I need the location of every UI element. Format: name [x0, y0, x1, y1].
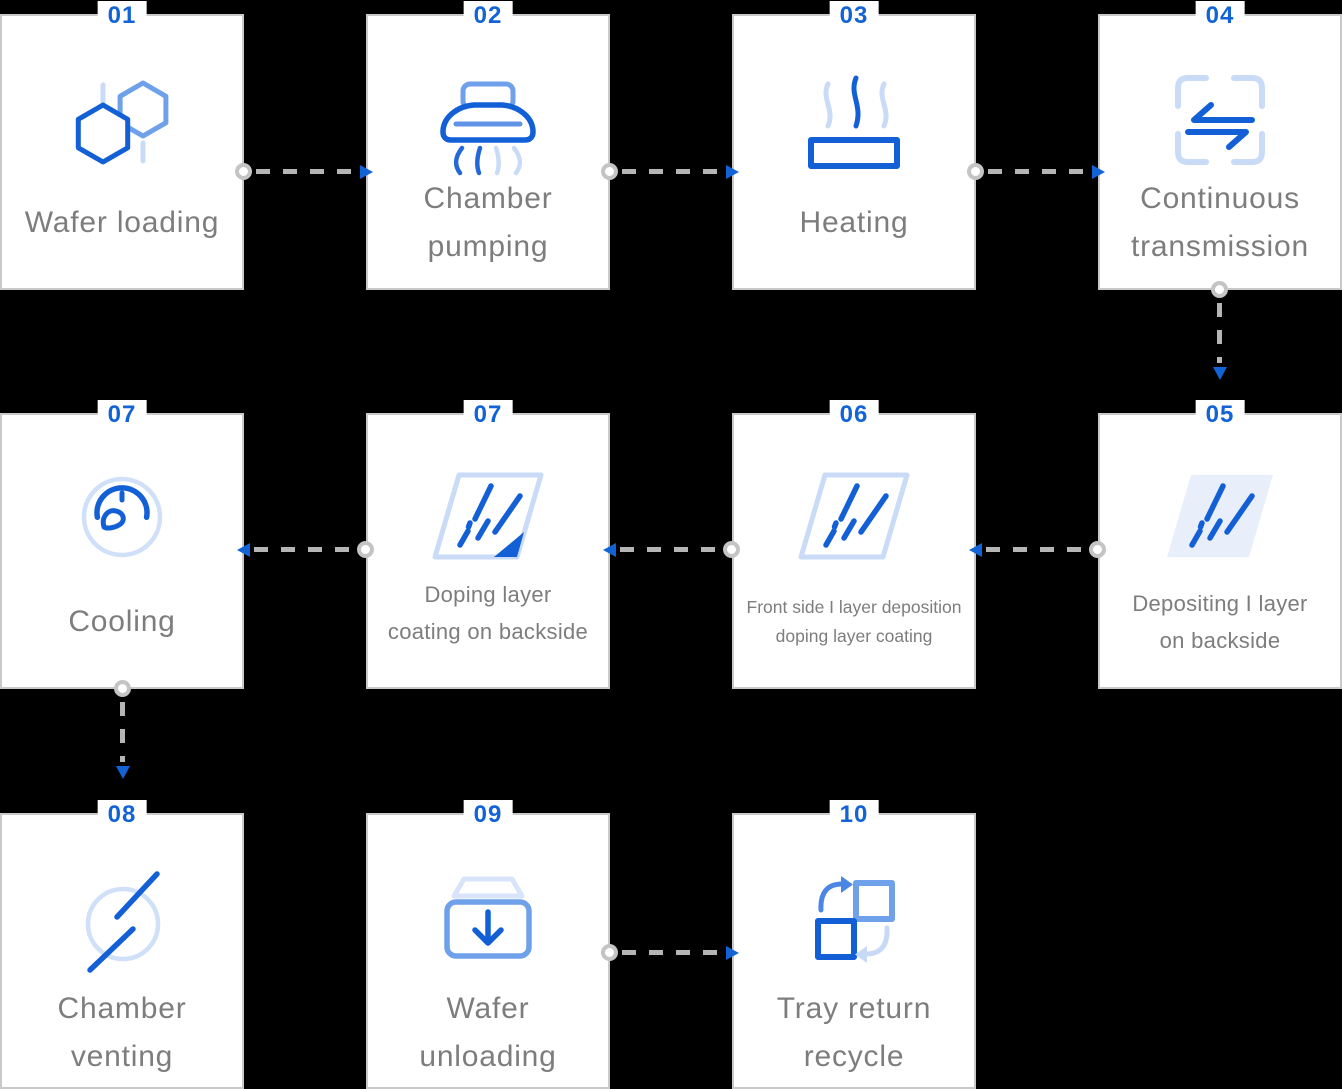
dashed-line: [622, 950, 724, 955]
wafer-filled-icon: [1164, 463, 1276, 575]
step-card-tray-return-recycle: 10 Tray return recycle: [732, 800, 976, 1089]
connector-start-dot: [114, 680, 131, 697]
step-label: Cooling: [68, 605, 176, 638]
step-label: Wafer loading: [24, 206, 220, 239]
step-card-cooling: 07 Cooling: [0, 400, 244, 689]
arrow-head-left: [603, 543, 616, 557]
step-number-badge: 07: [97, 400, 147, 430]
step-card-doping-layer-backside: 07 Doping layer coating on backside: [366, 400, 610, 689]
connector-start-dot: [601, 944, 618, 961]
connector-start-dot: [723, 541, 740, 558]
step-number-badge: 10: [829, 800, 879, 830]
connector-start-dot: [967, 163, 984, 180]
step-label: Continuous transmission: [1131, 182, 1309, 263]
step-card-wafer-unloading: 09 Wafer unloading: [366, 800, 610, 1089]
step-card-heating: 03 Heating: [732, 1, 976, 290]
arrow-head-right: [360, 165, 373, 179]
dashed-line: [988, 169, 1090, 174]
pump-hood-icon: [432, 64, 544, 176]
dashed-line: [622, 169, 724, 174]
connector-start-dot: [235, 163, 252, 180]
step-number-badge: 04: [1195, 1, 1245, 31]
arrow-head-right: [726, 946, 739, 960]
step-label: Tray return recycle: [776, 992, 932, 1073]
step-number-badge: 06: [829, 400, 879, 430]
step-number-badge: 02: [463, 1, 513, 31]
step-card-chamber-venting: 08 Chamber venting: [0, 800, 244, 1089]
step-number-badge: 03: [829, 1, 879, 31]
heater-icon: [798, 64, 910, 176]
vent-circle-icon: [66, 863, 178, 975]
arrow-head-down: [1213, 367, 1227, 380]
dashed-line: [254, 547, 356, 552]
wafer-folded-corner-icon: [432, 463, 544, 575]
dashed-line: [256, 169, 358, 174]
step-label: Front side I layer deposition doping lay…: [746, 597, 962, 646]
arrow-head-down: [116, 766, 130, 779]
wafer-outline-icon: [798, 463, 910, 575]
step-label: Depositing I layer on backside: [1132, 591, 1308, 653]
step-card-depositing-i-layer: 05 Depositing I layer on backside: [1098, 400, 1342, 689]
connector-start-dot: [1211, 281, 1228, 298]
step-card-wafer-loading: 01 Wafer loading: [0, 1, 244, 290]
connector-start-dot: [357, 541, 374, 558]
hexagons-icon: [66, 64, 178, 176]
recycle-squares-icon: [798, 863, 910, 975]
arrow-head-left: [237, 543, 250, 557]
gauge-icon: [66, 463, 178, 575]
step-number-badge: 05: [1195, 400, 1245, 430]
step-number-badge: 09: [463, 800, 513, 830]
step-card-front-side-deposition: 06 Front side I layer deposition doping …: [732, 400, 976, 689]
step-card-chamber-pumping: 02 Chamber pumping: [366, 1, 610, 290]
connector-start-dot: [1089, 541, 1106, 558]
step-number-badge: 01: [97, 1, 147, 31]
arrow-head-left: [969, 543, 982, 557]
arrow-head-right: [726, 165, 739, 179]
unload-box-icon: [432, 863, 544, 975]
dashed-line: [620, 547, 722, 552]
step-card-continuous-transmission: 04 Continuous transmission: [1098, 1, 1342, 290]
transfer-arrows-icon: [1164, 64, 1276, 176]
dashed-line: [986, 547, 1088, 552]
dashed-line: [1217, 303, 1222, 363]
step-number-badge: 07: [463, 400, 513, 430]
step-label: Heating: [799, 206, 909, 239]
step-label: Chamber pumping: [423, 182, 553, 263]
arrow-head-right: [1092, 165, 1105, 179]
step-label: Chamber venting: [57, 992, 187, 1073]
dashed-line: [120, 702, 125, 762]
step-label: Wafer unloading: [419, 992, 557, 1073]
connector-start-dot: [601, 163, 618, 180]
step-number-badge: 08: [97, 800, 147, 830]
step-label: Doping layer coating on backside: [387, 582, 589, 644]
